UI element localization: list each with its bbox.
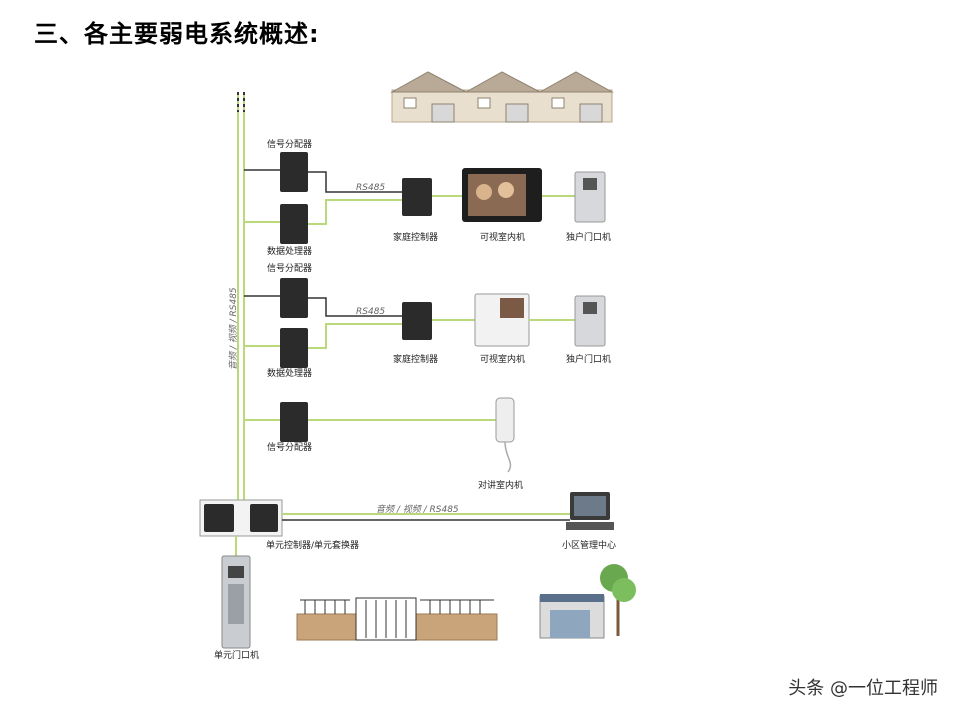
signal-splitter-device <box>280 152 308 192</box>
data-processor-label: 数据处理器 <box>267 367 312 379</box>
signal-splitter-device <box>280 278 308 318</box>
unit-switcher-device <box>250 504 278 532</box>
villa-door-label: 独户门口机 <box>566 353 611 365</box>
signal-splitter-label: 信号分配器 <box>267 138 312 150</box>
houses-illustration <box>390 71 614 123</box>
video-indoor-label: 可视室内机 <box>480 231 525 243</box>
rs485-label: RS485 <box>356 307 385 317</box>
vertical-bus-label: 音频 / 视频 / RS485 <box>228 287 239 370</box>
villa-door-station-device <box>574 171 606 223</box>
intercom-indoor-label: 对讲室内机 <box>478 479 523 491</box>
villa-door-station-device <box>574 295 606 347</box>
rs485-label: RS485 <box>356 183 385 193</box>
unit-controller-label: 单元控制器/单元套换器 <box>266 539 359 551</box>
signal-splitter-label: 信号分配器 <box>267 441 312 453</box>
data-processor-label: 数据处理器 <box>267 245 312 257</box>
unit-door-label: 单元门口机 <box>214 649 259 661</box>
video-indoor-label: 可视室内机 <box>480 353 525 365</box>
unit-door-station: 单元门口机 <box>214 555 259 661</box>
home-controller-label: 家庭控制器 <box>393 231 438 243</box>
signal-splitter-device <box>280 402 308 442</box>
intercom-indoor-unit-device <box>495 397 515 443</box>
home-controller-device <box>402 178 432 216</box>
management-center-label: 小区管理中心 <box>562 539 616 551</box>
row-2: 信号分配器 数据处理器 RS485 家庭控制器 可视室内机 独户门口机 <box>244 262 611 379</box>
villa-door-label: 独户门口机 <box>566 231 611 243</box>
row-1: 信号分配器 数据处理器 RS485 家庭控制器 可视室内机 独户门口机 <box>244 138 611 257</box>
data-processor-device <box>280 204 308 244</box>
home-controller-device <box>402 302 432 340</box>
data-processor-device <box>280 328 308 368</box>
home-controller-label: 家庭控制器 <box>393 353 438 365</box>
gate-illustration <box>296 597 498 641</box>
row-3: 信号分配器 对讲室内机 <box>244 397 523 491</box>
management-building-illustration <box>539 564 636 639</box>
horizontal-bus-label: 音频 / 视频 / RS485 <box>376 504 459 515</box>
unit-section: 音频 / 视频 / RS485 单元控制器/单元套换器 小区管理中心 <box>199 492 616 556</box>
page-title: 三、各主要弱电系统概述: <box>34 20 320 48</box>
signal-splitter-label: 信号分配器 <box>267 262 312 274</box>
watermark: 头条 @一位工程师 <box>788 678 938 699</box>
unit-controller-device <box>204 504 234 532</box>
